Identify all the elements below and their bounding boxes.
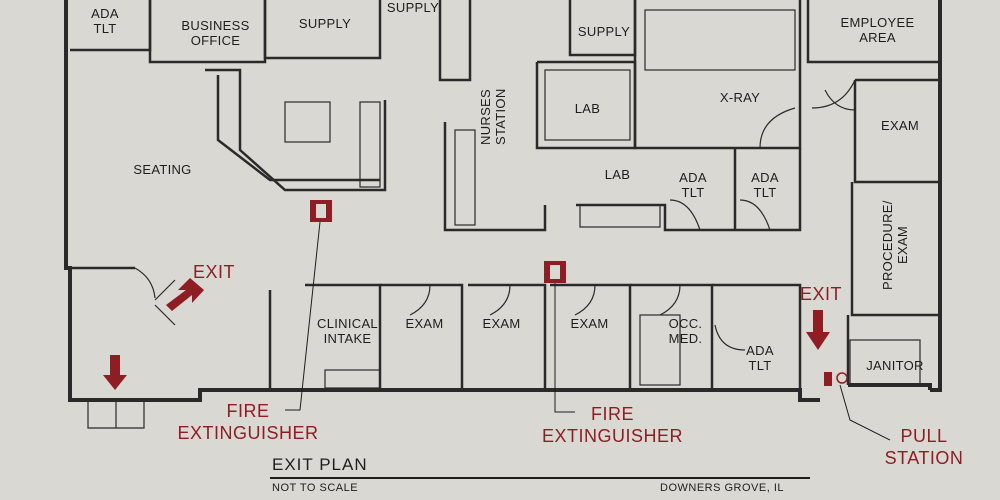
- fire-extinguisher-label-1: FIRE EXTINGUISHER: [177, 401, 319, 443]
- room-exam-east: EXAM: [880, 118, 920, 133]
- room-exam-3: EXAM: [570, 316, 609, 331]
- room-lab-1: LAB: [574, 101, 601, 116]
- room-nurses-station: NURSES STATION: [478, 88, 508, 146]
- pull-station-label: PULL STATION: [884, 426, 964, 468]
- fire-extinguisher-label-2: FIRE EXTINGUISHER: [541, 404, 684, 446]
- exit-arrow-icon: [166, 278, 204, 311]
- room-supply-2: SUPPLY: [386, 0, 440, 15]
- door-swings: [87, 9, 921, 429]
- room-supply-3: SUPPLY: [577, 24, 631, 39]
- room-ada-tlt-2: ADA TLT: [679, 170, 707, 200]
- room-x-ray: X-RAY: [719, 90, 761, 105]
- room-seating: SEATING: [133, 162, 192, 177]
- room-clinical-intake: CLINICAL INTAKE: [317, 316, 378, 346]
- room-lab-2: LAB: [604, 167, 631, 182]
- room-business-office: BUSINESS OFFICE: [181, 18, 250, 48]
- exit-arrow-icon: [103, 355, 127, 390]
- room-ada-tlt-3: ADA TLT: [751, 170, 779, 200]
- fire-extinguisher-icon: [544, 261, 566, 283]
- room-ada-tlt-4: ADA TLT: [746, 343, 774, 373]
- room-ada-tlt-1: ADA TLT: [91, 6, 119, 36]
- scale-note: NOT TO SCALE: [272, 482, 359, 494]
- room-exam-1: EXAM: [405, 316, 444, 331]
- room-exam-2: EXAM: [482, 316, 521, 331]
- exit-arrow-icon: [806, 310, 830, 350]
- room-occ-med: OCC. MED.: [668, 316, 703, 346]
- pull-station-icon: [824, 372, 848, 386]
- room-procedure-exam: PROCEDURE/ EXAM: [880, 200, 910, 290]
- plan-title: EXIT PLAN: [272, 455, 368, 474]
- leader-lines: [285, 221, 891, 441]
- location-label: DOWNERS GROVE, IL: [660, 482, 785, 494]
- interior-walls: [70, 0, 940, 390]
- exit-label-west: EXIT: [193, 262, 236, 282]
- exit-label-east: EXIT: [800, 284, 843, 304]
- room-supply-1: SUPPLY: [298, 16, 352, 31]
- room-janitor: JANITOR: [866, 358, 924, 373]
- fire-extinguisher-icon: [310, 200, 332, 222]
- room-employee-area: EMPLOYEE AREA: [840, 15, 915, 45]
